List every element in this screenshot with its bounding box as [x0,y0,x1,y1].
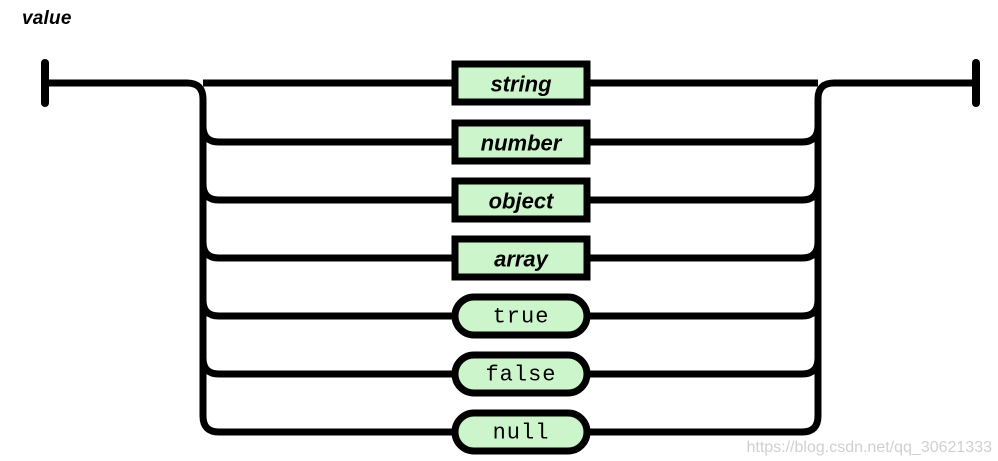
branch-line-left-true [199,299,455,320]
node-false[interactable]: false [451,351,591,397]
entry-rail-and-left-spine [45,79,220,436]
branch-line-left-array [199,241,455,262]
node-object[interactable]: object [451,177,591,223]
node-shape-object [451,177,591,223]
branch-line-left-object [199,183,455,204]
node-shape-number [451,119,591,165]
branch-line-right-true [587,299,822,320]
branch-line-right-array [587,241,822,262]
node-label-number: number [481,131,563,156]
node-shape-true [451,293,591,339]
rail-track-group [41,59,980,436]
node-true[interactable]: true [451,293,591,339]
page-title: value [22,8,72,29]
node-label-array: array [494,247,550,272]
rail-node-group: string number object array true false null [451,60,591,455]
node-shape-array [451,235,591,281]
node-array[interactable]: array [451,235,591,281]
branch-line-right-number [587,125,822,146]
node-null[interactable]: null [451,409,591,455]
node-number[interactable]: number [451,119,591,165]
node-label-null: null [493,421,550,446]
node-shape-null [451,409,591,455]
node-label-false: false [485,363,556,388]
branch-line-left-number [199,125,455,146]
branch-line-right-object [587,183,822,204]
watermark-text: https://blog.csdn.net/qq_30621333 [746,439,992,456]
node-shape-false [451,351,591,397]
exit-rail-and-right-spine [801,79,976,436]
node-label-true: true [493,305,550,330]
branch-line-left-false [199,357,455,378]
node-label-string: string [490,72,552,97]
node-label-object: object [489,189,555,214]
branch-line-right-false [587,357,822,378]
node-shape-string [451,60,591,106]
node-string[interactable]: string [451,60,591,106]
